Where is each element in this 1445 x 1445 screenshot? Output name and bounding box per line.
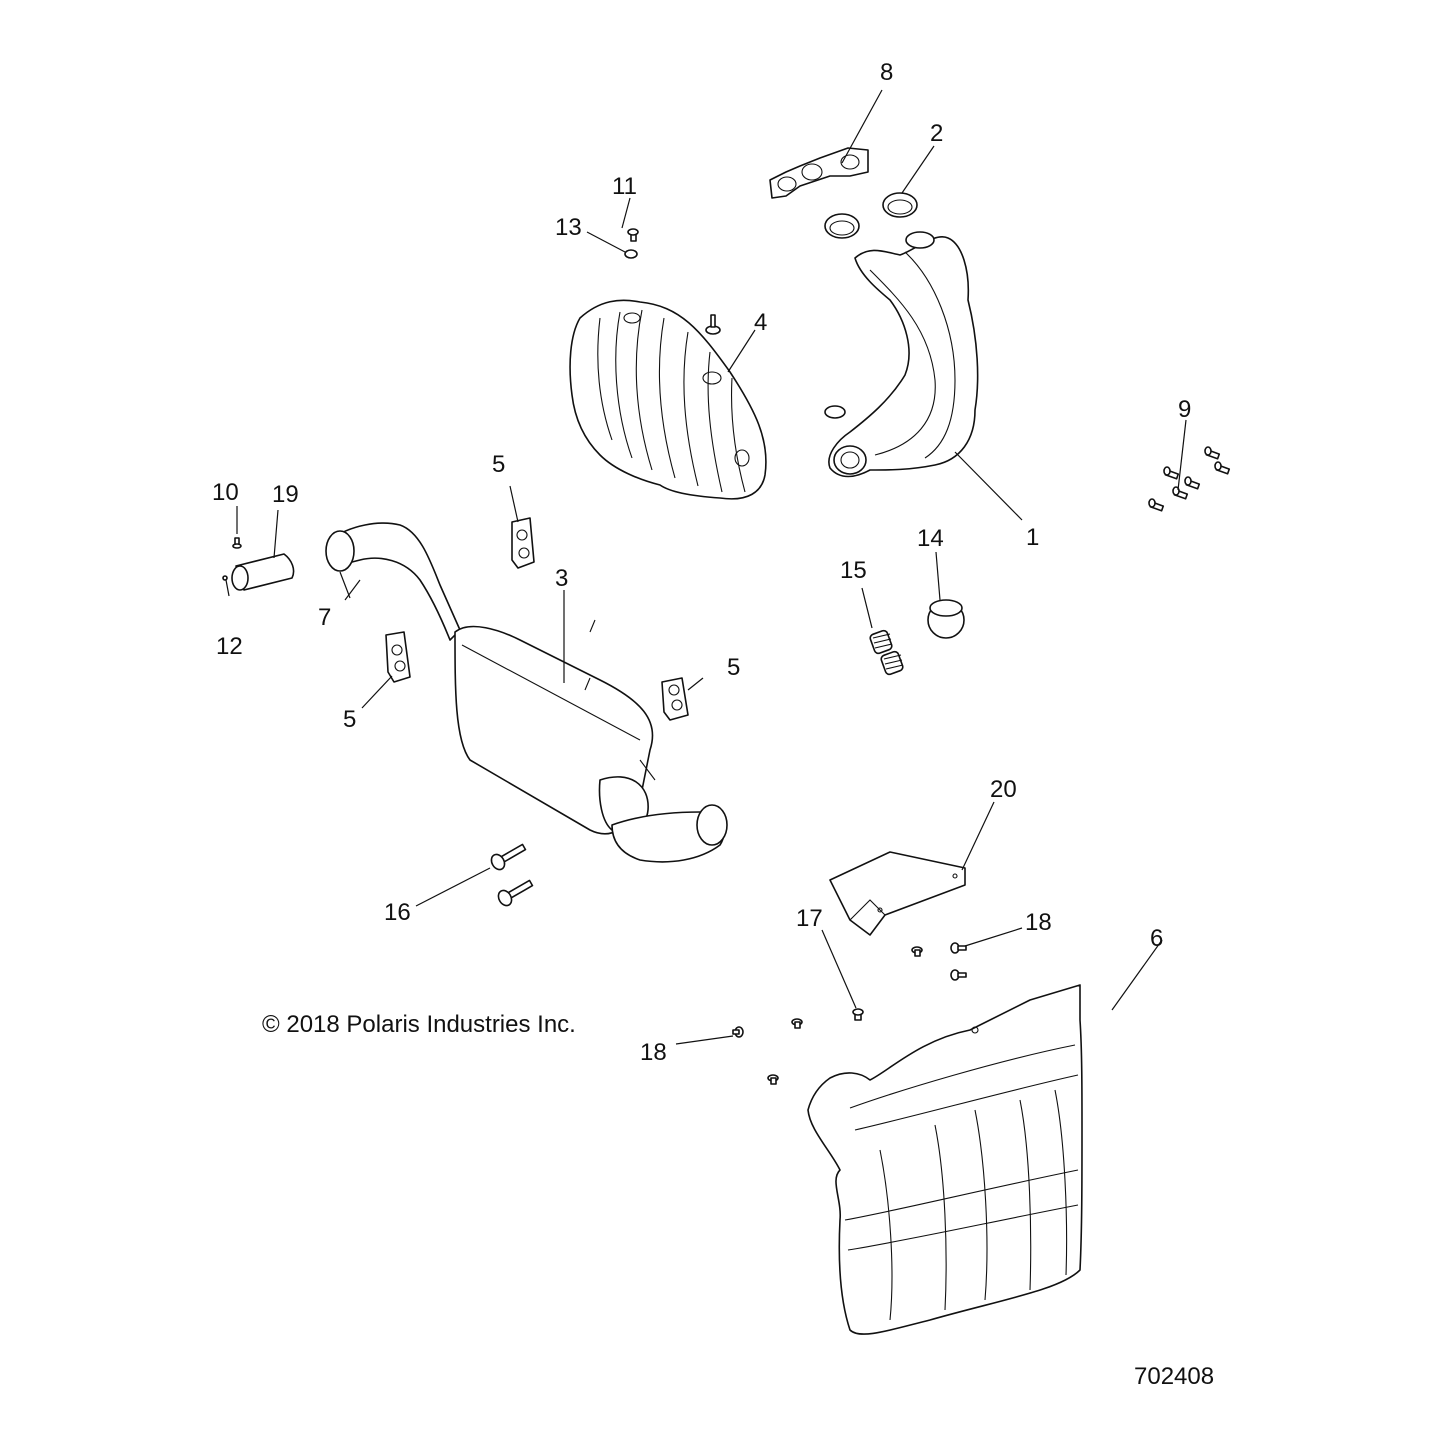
callout-15: 15 [840, 557, 867, 584]
callout-12: 12 [216, 633, 243, 660]
callout-2: 2 [930, 120, 943, 147]
part-10-screw [232, 537, 242, 549]
copyright-notice: © 2018 Polaris Industries Inc. [262, 1011, 576, 1038]
part-5-isolator-right [661, 677, 689, 721]
callout-8: 8 [880, 59, 893, 86]
callout-18-left: 18 [640, 1039, 667, 1066]
callout-19: 19 [272, 481, 299, 508]
part-6-heat-shield [807, 984, 1083, 1335]
part-9-bolts [1148, 446, 1231, 512]
callout-16: 16 [384, 899, 411, 926]
callout-5-left: 5 [343, 706, 356, 733]
part-12-pin [222, 575, 230, 597]
callout-1: 1 [1026, 524, 1039, 551]
part-11-bolt [627, 228, 639, 242]
part-16-bolts [490, 843, 534, 907]
part-5-isolator-left [385, 631, 411, 683]
callout-3: 3 [555, 565, 568, 592]
part-8-gasket [769, 147, 869, 199]
part-15-springs [869, 629, 904, 676]
callout-5-right: 5 [727, 654, 740, 681]
callout-10: 10 [212, 479, 239, 506]
callout-13: 13 [555, 214, 582, 241]
part-17-screw [852, 1008, 864, 1021]
callout-11: 11 [612, 173, 637, 200]
callout-6: 6 [1150, 925, 1163, 952]
callout-9: 9 [1178, 396, 1191, 423]
leader-lines [236, 89, 1187, 1045]
callout-7: 7 [318, 604, 331, 631]
part-1-head-pipe [824, 231, 979, 478]
part-5-isolator-top [511, 517, 535, 569]
part-3-muffler [325, 522, 728, 863]
part-2-clamps [824, 192, 918, 239]
callout-20: 20 [990, 776, 1017, 803]
part-14-seal [927, 599, 965, 639]
callout-5-top: 5 [492, 451, 505, 478]
callout-18-right: 18 [1025, 909, 1052, 936]
part-18-rivets [732, 942, 967, 1085]
part-4-heat-shield [569, 299, 767, 500]
part-19-tip [231, 553, 295, 591]
part-20-shield [829, 851, 966, 936]
part-4-fastener [705, 314, 721, 335]
callouts: 1 2 3 4 5 5 5 6 7 8 9 10 11 12 13 14 15 … [212, 59, 1191, 1066]
callout-14: 14 [917, 525, 944, 552]
part-13-washer [624, 249, 638, 259]
callout-17: 17 [796, 905, 823, 932]
diagram-number: 702408 [1134, 1363, 1214, 1390]
callout-4: 4 [754, 309, 767, 336]
